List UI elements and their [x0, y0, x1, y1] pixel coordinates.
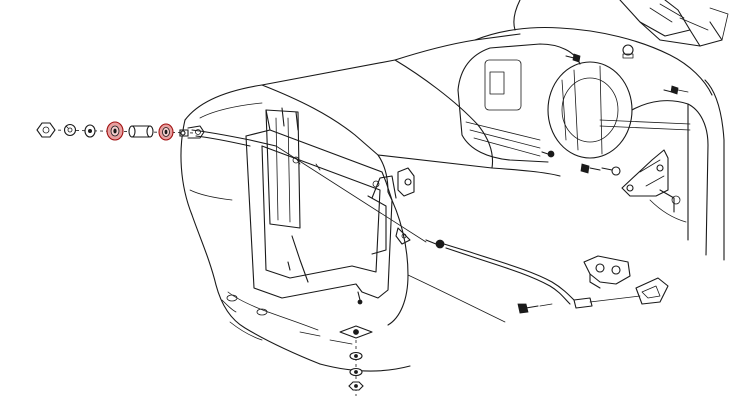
fastener-screw-top [541, 44, 689, 158]
hinge-bracket [619, 0, 729, 47]
engine-compartment-outline [457, 0, 725, 261]
hex-nut-icon [36, 122, 56, 138]
body-panel-outline [180, 33, 561, 372]
lock-washer-icon [63, 123, 77, 137]
flat-washer-icon [84, 124, 96, 138]
latch-bolt [395, 167, 415, 245]
lower-latch [517, 255, 669, 314]
exploded-hardware-row [36, 121, 205, 141]
grommet-icon [106, 121, 124, 141]
battery-tray-frame [245, 107, 397, 305]
grommet-icon [158, 123, 174, 141]
side-bracket [580, 149, 681, 213]
release-cable [191, 129, 641, 309]
bottom-fastener-stack [339, 325, 373, 396]
sleeve-icon [128, 125, 154, 138]
bolt-icon [179, 125, 205, 139]
